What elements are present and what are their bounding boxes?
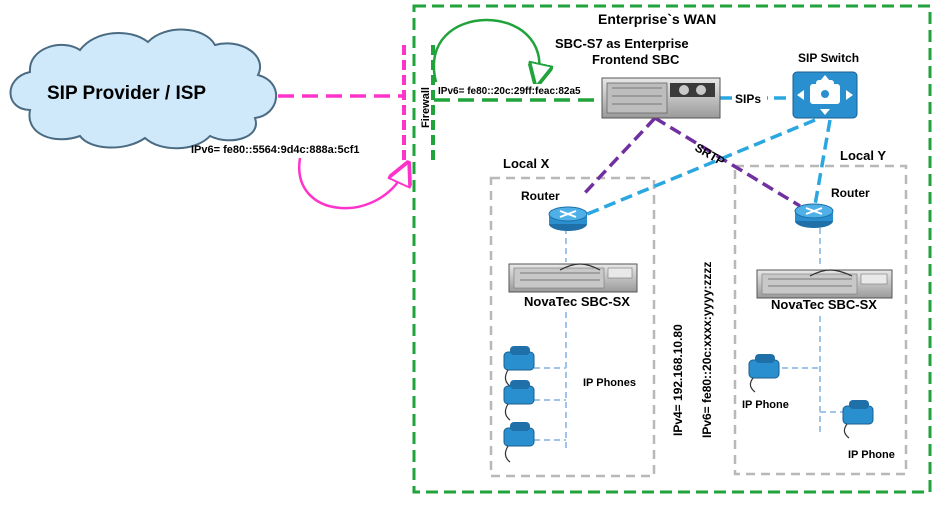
sip-switch-icon xyxy=(792,71,858,119)
isp-ipv6: IPv6= fe80::5564:9d4c:888a:5cf1 xyxy=(191,144,359,156)
sips-label: SIPs xyxy=(735,92,761,106)
local-x-label: Local X xyxy=(503,156,550,171)
local-y-sbc-device xyxy=(756,269,893,299)
sbc-s7-title-2: Frontend SBC xyxy=(592,52,680,67)
sbc-ipv6-bg xyxy=(437,84,597,96)
isp-curve-arrow xyxy=(298,158,405,210)
sip-provider-cloud: SIP Provider / ISP xyxy=(9,28,277,150)
sbc-s7-title-1: SBC-S7 as Enterprise xyxy=(555,36,689,51)
local-x-ipv6: IPv6= fe80::20c:xxxx:yyyy:zzzz xyxy=(700,262,714,438)
local-x-sbc-device xyxy=(508,263,638,293)
local-x-phone-3-icon xyxy=(503,422,535,463)
local-x-ipv4: IPv4= 192.168.10.80 xyxy=(671,324,685,436)
firewall: Firewall xyxy=(402,45,435,162)
local-y-phone-2-icon xyxy=(842,400,874,439)
cloud-label: SIP Provider / ISP xyxy=(47,83,206,104)
local-y-phone-1-label: IP Phone xyxy=(742,399,789,411)
sbc-curve-arrow xyxy=(432,18,540,82)
local-x-phone-1-icon xyxy=(503,346,535,387)
local-x-sbc-label: NovaTec SBC-SX xyxy=(524,294,630,309)
local-y-box xyxy=(733,164,908,476)
local-y-label: Local Y xyxy=(840,148,886,163)
local-x-phone-2-icon xyxy=(503,380,535,421)
sips-label-bg xyxy=(733,90,767,106)
local-x-box xyxy=(489,176,656,478)
local-x-phones-label: IP Phones xyxy=(583,377,636,389)
local-y-phone-1-icon xyxy=(748,354,780,393)
local-y-sbc-label: NovaTec SBC-SX xyxy=(771,297,877,312)
wan-border xyxy=(412,4,932,494)
sbc-localy-srtp xyxy=(654,116,801,208)
local-x-router-label: Router xyxy=(521,189,560,203)
wan-title: Enterprise`s WAN xyxy=(598,11,716,27)
sbc-localx-srtp xyxy=(580,116,657,198)
switch-localx-link xyxy=(584,118,816,217)
local-x-router-icon xyxy=(548,206,588,231)
sip-switch-label: SIP Switch xyxy=(798,51,859,65)
sbc-s7-ipv6: IPv6= fe80::20c:29ff:feac:82a5 xyxy=(438,86,581,97)
sbc-s7-device xyxy=(601,77,721,119)
local-y-router-label: Router xyxy=(831,186,870,200)
firewall-label: Firewall xyxy=(420,87,432,128)
local-y-phone-2-label: IP Phone xyxy=(848,449,895,461)
switch-localy-link xyxy=(813,119,832,206)
local-y-router-icon xyxy=(794,203,834,228)
